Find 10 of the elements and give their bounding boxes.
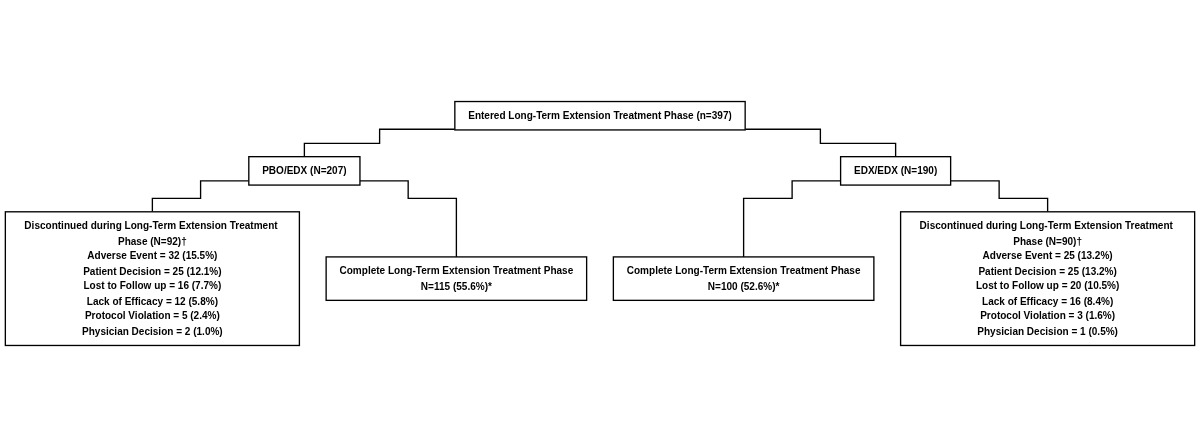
node-box: Complete Long-Term Extension Treatment Phase N=115 (55.6%)* [325, 256, 588, 302]
connector [303, 128, 456, 158]
node-box: PBO/EDX (N=207) [248, 156, 361, 186]
node-box: Complete Long-Term Extension Treatment Phase N=100 (52.6%)* [612, 256, 875, 302]
node-box: EDX/EDX (N=190) [839, 156, 952, 186]
node-box: Discontinued during Long-Term Extension Treatment Phase (N=92)† Adverse Event = 32 (15.5%) Patient Decision = 25 (12.1%) Lost to Follow up = 16 (7.7%) Lack of Efficacy = 12 (5.8%) Protocol Violation = 5 (2.4%) Physician Decision = 2 (1.0%) [4, 211, 301, 347]
connector [744, 128, 897, 158]
connector [359, 180, 458, 258]
node-box: Entered Long-Term Extension Treatment Phase (n=397) [454, 100, 746, 131]
node-box: Discontinued during Long-Term Extension Treatment Phase (N=90)† Adverse Event = 25 (13.2%) Patient Decision = 25 (13.2%) Lost to Follow up = 20 (10.5%) Lack of Efficacy = 16 (8.4%) Protocol Violation = 3 (1.6%) Physician Decision = 1 (0.5%) [899, 211, 1196, 347]
